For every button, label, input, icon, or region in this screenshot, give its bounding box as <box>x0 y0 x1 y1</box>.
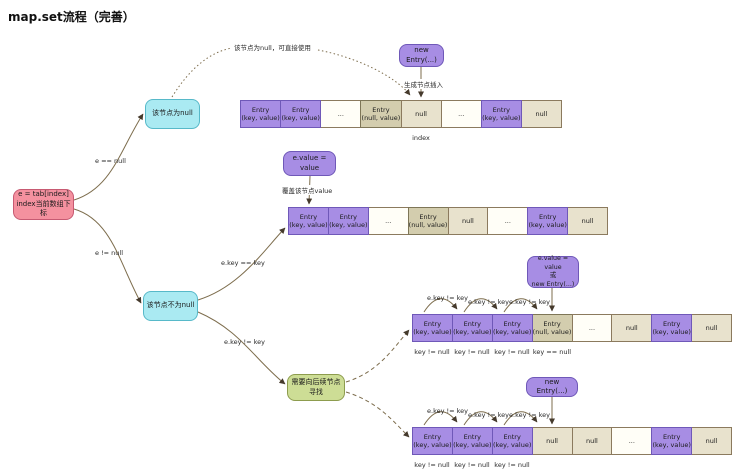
array-cell: null <box>447 207 489 235</box>
array-cell: ... <box>320 100 362 128</box>
array-cell: ... <box>611 427 653 455</box>
condition-label: key != null <box>414 348 450 356</box>
node-search-next: 需要向后续节点寻找 <box>287 374 345 401</box>
node-is-null: 该节点为null <box>145 99 200 129</box>
array-cell: null <box>567 207 608 235</box>
array-linked-list-2: Entry(key, value)Entry(key, value)Entry(… <box>412 427 732 455</box>
array-cell: Entry(key, value) <box>651 427 693 455</box>
array-cell: null <box>691 427 732 455</box>
array-cell: Entry(key, value) <box>451 427 493 455</box>
arc-list2-next-1 <box>423 411 458 426</box>
label-list1-arc-3: e.key != key <box>509 298 551 306</box>
array-cell: null <box>400 100 442 128</box>
arc-list2-next-3 <box>503 411 538 426</box>
label-e-eq-null: e == null <box>95 157 126 165</box>
array-cell: Entry(key, value) <box>412 427 453 455</box>
label-ekey-eq-key: e.key == key <box>221 259 265 267</box>
array-cell: null <box>691 314 732 342</box>
label-list2-arc-1: e.key != key <box>427 407 469 415</box>
array-cell: Entry(key, value) <box>451 314 493 342</box>
array-cell: ... <box>487 207 529 235</box>
array-cell: Entry(null, value) <box>531 314 573 342</box>
edge-notnull-to-middlearray <box>197 227 286 301</box>
arc-list1-next-1 <box>423 298 458 313</box>
node-set-or-new-line2: 或 <box>549 272 557 279</box>
condition-label: key != null <box>494 461 530 469</box>
array-cell: Entry(key, value) <box>240 100 282 128</box>
label-list2-arc-3: e.key != key <box>509 411 551 419</box>
array-cell: Entry(key, value) <box>651 314 693 342</box>
array-cell: null <box>571 427 613 455</box>
edge-isnull-to-label-dotted <box>171 47 233 98</box>
array-cell: Entry(key, value) <box>491 427 533 455</box>
condition-label: key != null <box>494 348 530 356</box>
node-root-line1: e = tab[index] <box>18 190 69 199</box>
condition-label: key != null <box>454 348 490 356</box>
node-set-or-new: e.value = value 或 new Entry(...) <box>527 255 579 288</box>
array-cell: Entry(key, value) <box>280 100 322 128</box>
label-list2-arc-2: e.key != key <box>468 411 510 419</box>
node-new-entry-top: new Entry(...) <box>399 44 444 67</box>
node-root: e = tab[index] index当前数组下标 <box>13 189 74 220</box>
array-cell: Entry(key, value) <box>480 100 522 128</box>
arc-list1-next-3 <box>503 298 538 313</box>
array-cell: Entry(key, value) <box>288 207 329 235</box>
label-direct-use: 该节点为null，可直接使用 <box>234 44 311 52</box>
arc-list1-next-2 <box>463 298 498 313</box>
array-cell: ... <box>440 100 482 128</box>
array-cell: Entry(key, value) <box>527 207 569 235</box>
node-new-entry-bottom: new Entry(...) <box>526 377 578 397</box>
label-list1-arc-1: e.key != key <box>427 294 469 302</box>
edge-root-to-isnull <box>73 113 144 201</box>
label-overwrite-value: 覆盖该节点value <box>281 185 334 195</box>
array-linked-list-1: Entry(key, value)Entry(key, value)Entry(… <box>412 314 732 342</box>
array-cell: Entry(null, value) <box>360 100 402 128</box>
node-root-line2: index当前数组下标 <box>16 199 71 218</box>
array-top: Entry(key, value)Entry(key, value)...Ent… <box>240 100 562 128</box>
array-cell: Entry(key, value) <box>412 314 453 342</box>
node-set-value: e.value = value <box>283 151 336 176</box>
array-middle: Entry(key, value)Entry(key, value)...Ent… <box>288 207 608 235</box>
array-cell: null <box>611 314 653 342</box>
edge-root-to-notnull <box>73 208 142 304</box>
label-e-ne-null: e != null <box>95 249 124 257</box>
label-ekey-ne-key: e.key != key <box>224 338 266 346</box>
array-cell: Entry(null, value) <box>407 207 449 235</box>
label-list1-arc-2: e.key != key <box>468 298 510 306</box>
condition-label: key == null <box>532 348 572 356</box>
node-set-or-new-line3: new Entry(...) <box>531 280 575 288</box>
condition-label: key != null <box>454 461 490 469</box>
array-cell: Entry(key, value) <box>491 314 533 342</box>
edge-label-to-toparray-dotted <box>317 49 411 96</box>
array-cell: Entry(key, value) <box>327 207 369 235</box>
edge-green-to-list2-dashed <box>345 391 410 438</box>
array-cell: ... <box>367 207 409 235</box>
condition-label: key != null <box>414 461 450 469</box>
edge-notnull-to-green <box>197 311 286 385</box>
node-set-or-new-line1: e.value = value <box>537 255 569 271</box>
list2-condition-labels: key != null key != null key != null <box>412 461 532 469</box>
edge-green-to-list1-dashed <box>345 329 410 383</box>
array-cell: null <box>531 427 573 455</box>
array-cell: ... <box>571 314 613 342</box>
arc-list2-next-2 <box>463 411 498 426</box>
diagram-title: map.set流程（完善） <box>8 10 135 24</box>
node-not-null: 该节点不为null <box>143 291 198 321</box>
label-index: index <box>412 134 430 142</box>
array-cell: null <box>520 100 562 128</box>
label-generate-insert: 生成节点插入 <box>403 79 444 89</box>
